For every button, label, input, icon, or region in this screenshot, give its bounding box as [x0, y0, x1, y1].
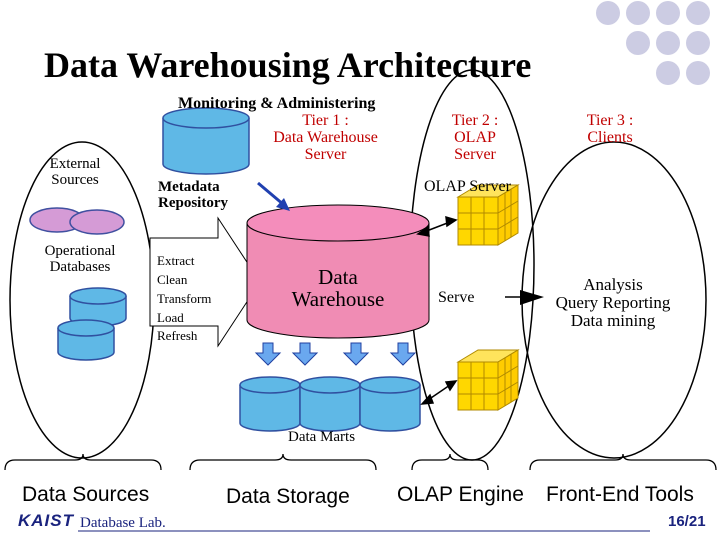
etl-step: Clean	[157, 271, 188, 287]
label-line: Metadata	[158, 179, 220, 195]
metadata-repository-icon	[162, 107, 250, 175]
decorative-circles	[596, 1, 710, 85]
olap-server-label: OLAP Server	[424, 178, 511, 195]
clients-label: Analysis Query Reporting Data mining	[538, 276, 688, 330]
tier2-line: Tier 2 :	[451, 112, 499, 129]
tier3-line: Tier 3 :	[586, 112, 634, 129]
label-line: Operational	[44, 243, 116, 259]
label-line: Data mining	[570, 310, 656, 330]
operational-database-icon	[57, 287, 127, 361]
section-olap-engine: OLAP Engine	[397, 483, 524, 506]
monitoring-label: Monitoring & Administering	[178, 95, 376, 112]
tier1-pointer-arrow	[257, 181, 290, 211]
data-marts-label: Data Marts	[288, 429, 356, 445]
kaist-logo: KAIST	[18, 511, 74, 530]
tier2-line: Server	[454, 145, 496, 163]
etl-step: Refresh	[157, 328, 198, 344]
label-line: Databases	[49, 258, 111, 275]
tier1-line: Tier 1 :	[302, 112, 349, 129]
section-data-storage: Data Storage	[226, 485, 350, 508]
down-arrows	[254, 342, 417, 366]
etl-steps: Extract Clean Transform Load Refresh	[157, 252, 211, 346]
serve-arrow	[520, 290, 544, 305]
olap-connection-arrows	[416, 215, 458, 405]
metadata-label: Metadata Repository	[158, 179, 228, 212]
tier3-label: Tier 3 : Clients	[560, 112, 660, 147]
data-marts-icon	[239, 376, 421, 432]
etl-step: Transform	[157, 290, 212, 306]
label-line: Analysis	[583, 275, 643, 294]
label-line: External	[49, 156, 101, 172]
section-front-end-tools: Front-End Tools	[546, 483, 694, 506]
warehouse-label: Data Warehouse	[248, 266, 428, 310]
etl-arrow	[149, 216, 261, 348]
lab-name: Database Lab.	[80, 515, 166, 531]
label-line: Sources	[51, 171, 99, 188]
tier2-label: Tier 2 : OLAP Server	[420, 112, 530, 163]
section-data-sources: Data Sources	[22, 483, 150, 506]
label-line: Data	[318, 265, 358, 289]
etl-step: Load	[157, 309, 184, 325]
data-warehouse-icon	[246, 204, 430, 339]
olap-cube-icon	[456, 184, 520, 246]
olap-cube-icon	[456, 349, 520, 411]
external-sources-icon	[29, 207, 125, 235]
page-title: Data Warehousing Architecture	[44, 45, 532, 85]
tier1-label: Tier 1 : Data Warehouse Server	[258, 112, 393, 163]
external-sources-label: External Sources	[30, 156, 120, 189]
page-number: 16/21	[668, 513, 706, 530]
etl-step: Extract	[157, 253, 195, 268]
tier2-line: OLAP	[454, 128, 496, 146]
label-line: Warehouse	[291, 287, 385, 312]
label-line: Repository	[158, 194, 228, 211]
tier1-line: Data Warehouse	[273, 128, 378, 146]
label-line: Query Reporting	[555, 292, 671, 312]
tier3-line: Clients	[587, 128, 633, 146]
section-braces	[4, 453, 717, 471]
operational-databases-label: Operational Databases	[30, 243, 130, 276]
tier1-line: Server	[304, 145, 347, 163]
serve-label: Serve	[438, 289, 475, 306]
